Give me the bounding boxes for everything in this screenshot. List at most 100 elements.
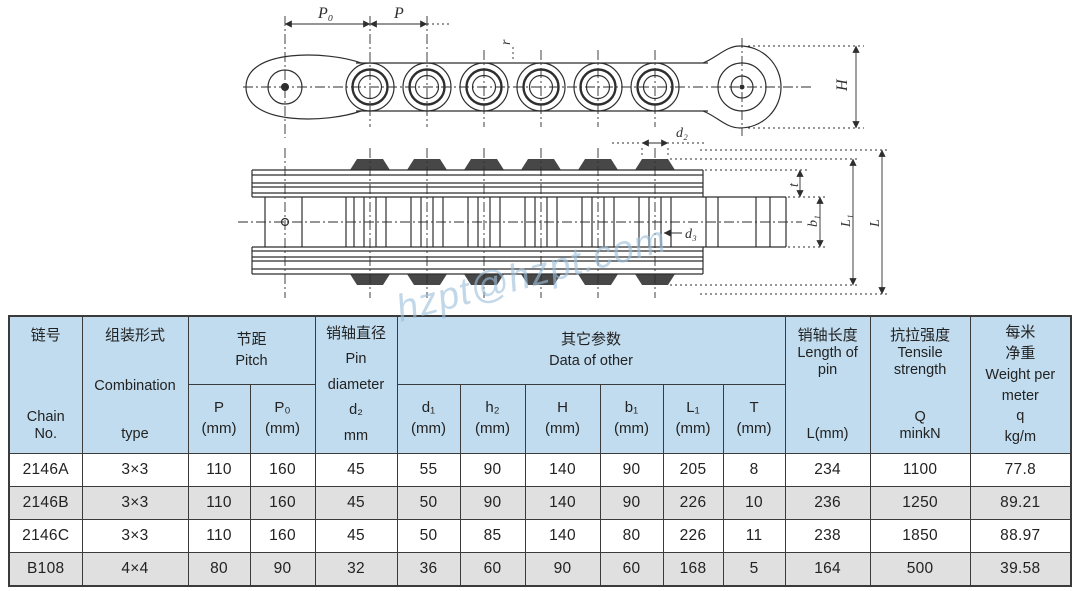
- header-combination-en: Combination: [94, 377, 176, 394]
- header-chain-no-en2: No.: [34, 426, 58, 443]
- header-tensile-sym: Q: [914, 409, 926, 426]
- cell-p: 110: [187, 518, 251, 554]
- dim-label-h: H: [834, 78, 851, 92]
- header-tensile-zh: 抗拉强度: [890, 327, 951, 344]
- cell-L: 236: [784, 485, 871, 521]
- header-combination-en2: type: [121, 426, 149, 443]
- side-view: P₀ P r H: [243, 5, 864, 138]
- header-weight-zh2: 净重: [1005, 345, 1036, 363]
- cell-h2: 90: [459, 452, 526, 487]
- dim-label-d3: d₃: [685, 227, 697, 242]
- header-pin-diameter-en2: diameter: [327, 376, 385, 393]
- table-row: 2146A 3×3 110 160 45 55 90 140 90 205 8 …: [8, 452, 1072, 487]
- cell-d2: 45: [314, 518, 398, 554]
- header-chain-no: 链号 Chain No.: [8, 315, 83, 454]
- dim-label-r: r: [499, 39, 514, 45]
- chain-drawing: P₀ P r H: [238, 5, 888, 298]
- cell-d2: 45: [314, 485, 398, 521]
- header-T: T(mm): [722, 383, 786, 454]
- cell-h2: 85: [459, 518, 526, 554]
- cell-b1: 90: [599, 452, 664, 487]
- header-chain-no-zh: 链号: [30, 327, 61, 344]
- dim-label-d2: d₂: [676, 126, 688, 141]
- cell-weight: 88.97: [969, 518, 1072, 554]
- header-pin-length-en2: pin: [817, 361, 838, 378]
- cell-combination: 4×4: [81, 552, 189, 587]
- cell-L1: 226: [662, 518, 724, 554]
- header-weight-sym: q: [1016, 408, 1025, 425]
- header-weight-unit: kg/m: [1004, 429, 1037, 446]
- table-row: B108 4×4 80 90 32 36 60 90 60 168 5 164 …: [8, 552, 1072, 587]
- header-p: P(mm): [187, 383, 251, 454]
- header-pin-length-zh: 销轴长度: [797, 327, 858, 344]
- cell-L: 238: [784, 518, 871, 554]
- header-other-en: Data of other: [549, 352, 633, 369]
- header-chain-no-en1: Chain: [26, 409, 65, 426]
- cell-T: 8: [722, 452, 786, 487]
- cell-T: 10: [722, 485, 786, 521]
- dim-label-l: L: [868, 219, 883, 228]
- cell-chain-no: B108: [8, 552, 83, 587]
- cell-Q: 1100: [869, 452, 971, 487]
- header-pitch-en: Pitch: [235, 352, 268, 369]
- cell-combination: 3×3: [81, 518, 189, 554]
- cell-p0: 160: [249, 518, 316, 554]
- cell-d1: 36: [396, 552, 461, 587]
- cell-p0: 90: [249, 552, 316, 587]
- cell-h2: 60: [459, 552, 526, 587]
- header-other-zh: 其它参数: [561, 330, 622, 348]
- cell-p: 110: [187, 485, 251, 521]
- cell-p0: 160: [249, 485, 316, 521]
- cell-d1: 50: [396, 485, 461, 521]
- header-pin-diameter-sym: d₂: [349, 402, 363, 419]
- cell-weight: 89.21: [969, 485, 1072, 521]
- cell-H: 140: [524, 485, 601, 521]
- header-H: H(mm): [524, 383, 601, 454]
- header-weight-zh1: 每米: [1005, 324, 1036, 341]
- header-pin-length-sym: L(mm): [806, 426, 849, 443]
- dim-label-t: t: [787, 182, 802, 187]
- header-pin-diameter-en1: Pin: [345, 351, 367, 368]
- cell-d1: 50: [396, 518, 461, 554]
- header-pin-length-en1: Length of: [797, 344, 858, 361]
- header-L1: L₁(mm): [662, 383, 724, 454]
- cell-h2: 90: [459, 485, 526, 521]
- cell-T: 5: [722, 552, 786, 587]
- cell-weight: 39.58: [969, 552, 1072, 587]
- cell-weight: 77.8: [969, 452, 1072, 487]
- cell-Q: 1250: [869, 485, 971, 521]
- cell-Q: 500: [869, 552, 971, 587]
- cell-H: 140: [524, 452, 601, 487]
- cell-b1: 60: [599, 552, 664, 587]
- cell-L: 164: [784, 552, 871, 587]
- cell-L1: 226: [662, 485, 724, 521]
- header-tensile: 抗拉强度 Tensile strength Q minkN: [869, 315, 971, 454]
- cell-p: 110: [187, 452, 251, 487]
- cell-chain-no: 2146B: [8, 485, 83, 521]
- cell-chain-no: 2146C: [8, 518, 83, 554]
- header-tensile-unit: minkN: [899, 426, 941, 443]
- chain-spec-table: 链号 Chain No. 组装形式 Combination type: [8, 315, 1073, 587]
- header-tensile-en2: strength: [893, 361, 947, 378]
- dim-label-p: P: [393, 5, 404, 22]
- cell-H: 140: [524, 518, 601, 554]
- dim-label-b1: b₁: [806, 215, 821, 227]
- cell-L1: 205: [662, 452, 724, 487]
- cell-combination: 3×3: [81, 452, 189, 487]
- cell-d2: 45: [314, 452, 398, 487]
- table-row: 2146B 3×3 110 160 45 50 90 140 90 226 10…: [8, 485, 1072, 521]
- cell-combination: 3×3: [81, 485, 189, 521]
- header-pin-diameter-zh: 销轴直径: [325, 325, 386, 342]
- header-pitch-group: 节距 Pitch: [187, 315, 316, 385]
- header-pin-length: 销轴长度 Length of pin L(mm): [784, 315, 871, 454]
- cell-H: 90: [524, 552, 601, 587]
- cell-d1: 55: [396, 452, 461, 487]
- header-combination-zh: 组装形式: [104, 327, 165, 344]
- cell-p: 80: [187, 552, 251, 587]
- plan-view: d₂ d₃ t b₁ L₁ L: [238, 126, 888, 298]
- cell-b1: 80: [599, 518, 664, 554]
- cell-L1: 168: [662, 552, 724, 587]
- header-pitch-zh: 节距: [236, 330, 267, 348]
- cell-d2: 32: [314, 552, 398, 587]
- header-weight: 每米 净重 Weight per meter q kg/m: [969, 315, 1072, 454]
